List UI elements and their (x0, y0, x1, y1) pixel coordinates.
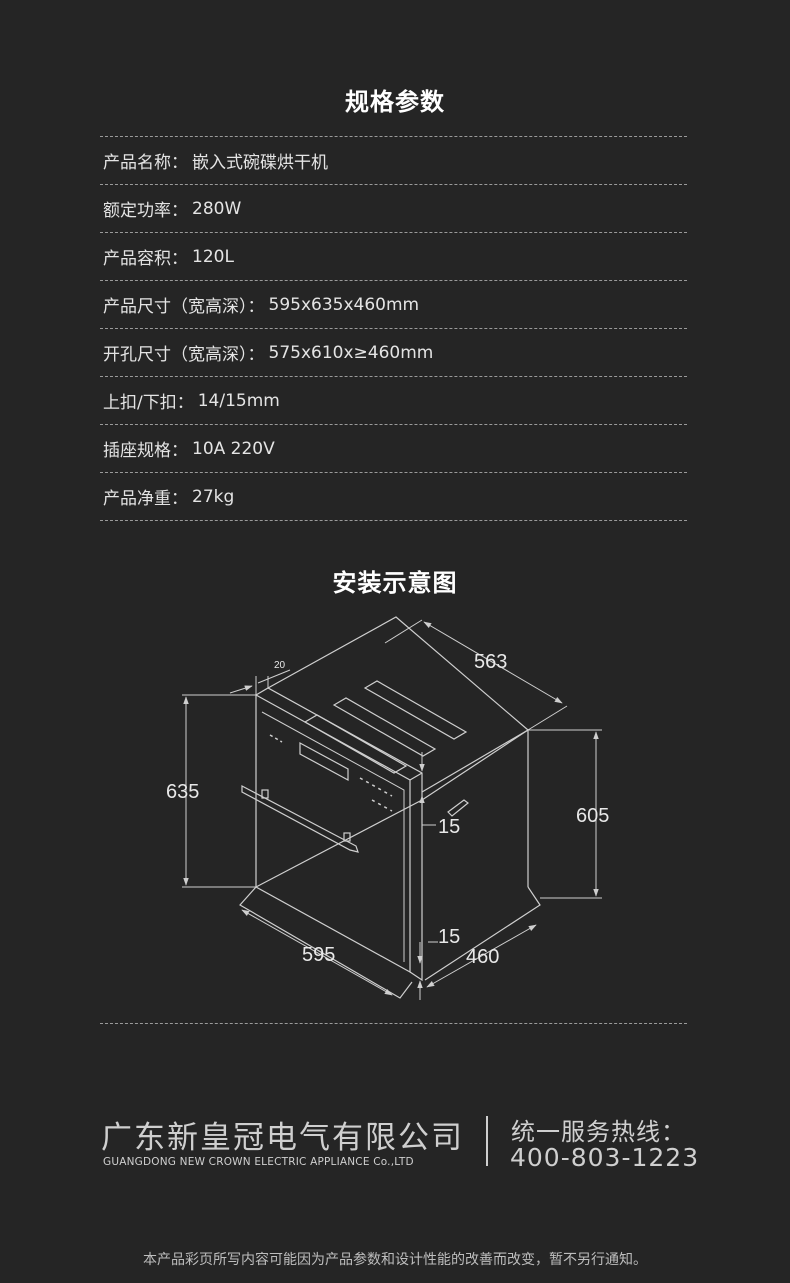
spec-value: 14/15mm (197, 390, 280, 411)
spec-row: 开孔尺寸（宽高深）：575x610x≥460mm (100, 329, 687, 377)
handle-bracket (261, 789, 269, 799)
vent-slot (332, 697, 437, 757)
spec-row: 产品尺寸（宽高深）：595x635x460mm (100, 281, 687, 329)
dim-label-605: 605 (576, 805, 609, 827)
vent-slot (363, 680, 468, 740)
dim-label-20: 20 (274, 660, 286, 671)
spec-row: 插座规格：10A 220V (100, 425, 687, 473)
footer-divider (486, 1116, 488, 1166)
company-name-en: GUANGDONG NEW CROWN ELECTRIC APPLIANCE C… (103, 1156, 414, 1168)
spec-label: 开孔尺寸（宽高深）： (103, 345, 265, 365)
spec-label: 额定功率： (103, 201, 188, 221)
disclaimer-text: 本产品彩页所写内容可能因为产品参数和设计性能的改善而改变，暂不另行通知。 (143, 1252, 647, 1268)
spec-row: 产品净重：27kg (100, 473, 687, 521)
hotline-number: 400-803-1223 (510, 1143, 700, 1172)
spec-row: 产品名称：嵌入式碗碟烘干机 (100, 136, 687, 185)
spec-label: 上扣/下扣： (103, 393, 194, 413)
spec-row: 产品容积：120L (100, 233, 687, 281)
diagram-section-title: 安装示意图 (332, 569, 458, 597)
spec-table: 产品名称：嵌入式碗碟烘干机 额定功率：280W 产品容积：120L 产品尺寸（宽… (100, 136, 687, 521)
installation-diagram: 563 20 635 605 15 15 595 460 (166, 616, 609, 1000)
spec-value: 280W (192, 198, 242, 219)
spec-value: 27kg (192, 486, 235, 507)
control-buttons (371, 799, 393, 812)
clip-hook (447, 799, 469, 817)
display-window (299, 741, 349, 782)
spec-value: 575x610x≥460mm (268, 342, 434, 363)
spec-label: 插座规格： (103, 441, 188, 461)
spec-value: 595x635x460mm (268, 294, 420, 315)
dim-label-595: 595 (302, 944, 335, 966)
control-buttons (269, 734, 283, 743)
company-name-cn: 广东新皇冠电气有限公司 (101, 1120, 464, 1156)
spec-label: 产品容积： (103, 249, 188, 269)
spec-label: 产品尺寸（宽高深）： (103, 297, 265, 317)
dim-label-563: 563 (474, 651, 507, 673)
dim-label-upper-15: 15 (438, 816, 460, 838)
spec-label: 产品净重： (103, 489, 188, 509)
handle-bracket (343, 832, 351, 842)
spec-value: 10A 220V (192, 438, 275, 459)
dim-label-lower-15: 15 (438, 926, 460, 948)
spec-value: 120L (192, 246, 234, 267)
hotline-label: 统一服务热线： (511, 1118, 686, 1146)
spec-row: 上扣/下扣：14/15mm (100, 377, 687, 425)
dim-label-635: 635 (166, 781, 199, 803)
spec-section-title: 规格参数 (345, 88, 445, 116)
spec-row: 额定功率：280W (100, 185, 687, 233)
appliance-outline (241, 616, 529, 982)
spec-value: 嵌入式碗碟烘干机 (192, 153, 328, 173)
spec-label: 产品名称： (103, 153, 188, 173)
control-buttons (359, 777, 393, 797)
door-handle (241, 785, 359, 853)
vent-slot (303, 714, 408, 774)
dimension-lines (182, 619, 602, 1000)
section-divider (100, 1023, 687, 1024)
dim-label-460: 460 (466, 946, 499, 968)
